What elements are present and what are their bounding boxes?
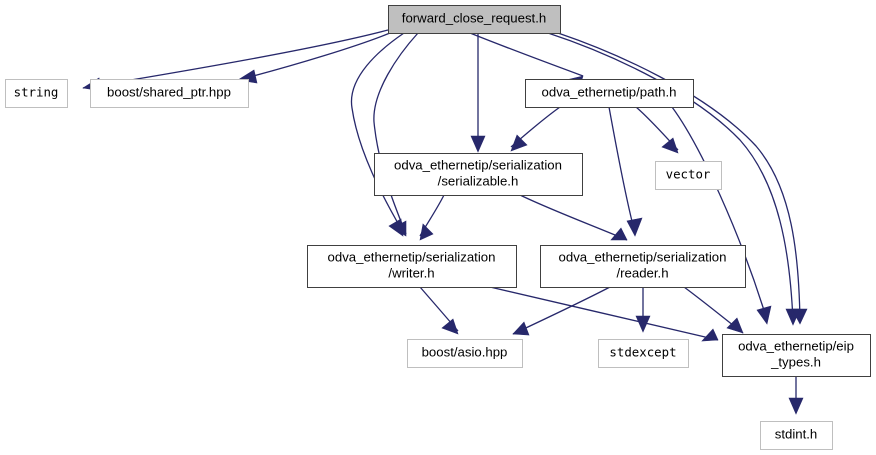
arrowhead-icon xyxy=(756,305,772,325)
arrowhead-icon xyxy=(392,220,407,237)
node-label-stdint: stdint.h xyxy=(775,426,818,441)
arrowhead-icon xyxy=(510,134,528,152)
node-label-serializable: /serializable.h xyxy=(438,173,519,188)
node-label-writer: /writer.h xyxy=(388,265,434,280)
graph-node-serializable[interactable]: odva_ethernetip/serialization/serializab… xyxy=(374,153,583,196)
graph-node-reader[interactable]: odva_ethernetip/serialization/reader.h xyxy=(540,245,746,288)
node-box-boost_shared_ptr[interactable] xyxy=(90,79,249,108)
graph-node-boost_shared_ptr[interactable]: boost/shared_ptr.hpp xyxy=(90,79,249,108)
node-box-reader[interactable] xyxy=(540,245,746,288)
graph-node-string[interactable]: string xyxy=(5,79,68,108)
graph-node-boost_asio[interactable]: boost/asio.hpp xyxy=(407,339,523,368)
node-label-eip_types: _types.h xyxy=(770,354,821,369)
edge-forward_close_request-to-eip_types xyxy=(547,32,794,322)
graph-node-vector[interactable]: vector xyxy=(655,161,722,190)
edge-forward_close_request-to-writer xyxy=(373,32,419,235)
node-box-string[interactable] xyxy=(5,79,68,108)
arrowhead-icon xyxy=(788,397,804,415)
node-label-forward_close_request: forward_close_request.h xyxy=(402,10,546,25)
edge-forward_close_request-to-writer xyxy=(350,32,405,233)
arrowhead-icon xyxy=(791,308,808,325)
arrowhead-icon xyxy=(661,137,679,154)
arrowhead-icon xyxy=(701,328,719,342)
arrowhead-icon xyxy=(610,227,628,241)
edge-forward_close_request-to-path xyxy=(469,32,584,77)
node-box-writer[interactable] xyxy=(307,245,517,288)
node-box-forward_close_request[interactable] xyxy=(388,5,561,34)
edge-path-to-eip_types xyxy=(671,106,768,321)
node-label-string: string xyxy=(14,85,59,100)
graph-node-writer[interactable]: odva_ethernetip/serialization/writer.h xyxy=(307,245,517,288)
node-label-boost_asio: boost/asio.hpp xyxy=(422,344,508,359)
edge-serializable-to-reader xyxy=(519,194,628,241)
arrowhead-icon xyxy=(512,321,530,336)
edge-forward_close_request-to-boost_shared_ptr xyxy=(237,32,391,81)
node-box-vector[interactable] xyxy=(655,161,722,190)
edge-writer-to-eip_types xyxy=(489,286,719,341)
node-label-reader: /reader.h xyxy=(616,265,668,280)
arrowhead-icon xyxy=(635,315,651,333)
node-label-eip_types: odva_ethernetip/eip xyxy=(738,338,854,353)
arrowhead-icon xyxy=(441,318,459,335)
graph-node-path[interactable]: odva_ethernetip/path.h xyxy=(525,79,694,108)
graph-node-forward_close_request[interactable]: forward_close_request.h xyxy=(388,5,561,34)
node-box-serializable[interactable] xyxy=(374,153,583,196)
graph-node-stdexcept[interactable]: stdexcept xyxy=(598,339,689,368)
node-label-writer: odva_ethernetip/serialization xyxy=(328,249,496,264)
node-label-stdexcept: stdexcept xyxy=(609,345,676,360)
arrowhead-icon xyxy=(626,217,643,237)
node-label-serializable: odva_ethernetip/serialization xyxy=(394,157,562,172)
edge-path-to-reader xyxy=(608,106,636,234)
node-box-stdint[interactable] xyxy=(760,421,833,450)
node-box-stdexcept[interactable] xyxy=(598,339,689,368)
edge-forward_close_request-to-eip_types xyxy=(557,32,801,323)
arrowhead-icon xyxy=(419,223,434,241)
arrowhead-icon xyxy=(470,135,486,153)
node-label-path: odva_ethernetip/path.h xyxy=(542,84,677,99)
arrowhead-icon xyxy=(726,317,744,334)
edge-reader-to-boost_asio xyxy=(512,286,611,335)
node-label-boost_shared_ptr: boost/shared_ptr.hpp xyxy=(107,84,231,99)
node-box-path[interactable] xyxy=(525,79,694,108)
graph-node-eip_types[interactable]: odva_ethernetip/eip_types.h xyxy=(722,334,871,377)
node-label-vector: vector xyxy=(666,167,711,182)
graph-node-stdint[interactable]: stdint.h xyxy=(760,421,833,450)
node-box-boost_asio[interactable] xyxy=(407,339,523,368)
node-label-reader: odva_ethernetip/serialization xyxy=(559,249,727,264)
node-box-eip_types[interactable] xyxy=(722,334,871,377)
